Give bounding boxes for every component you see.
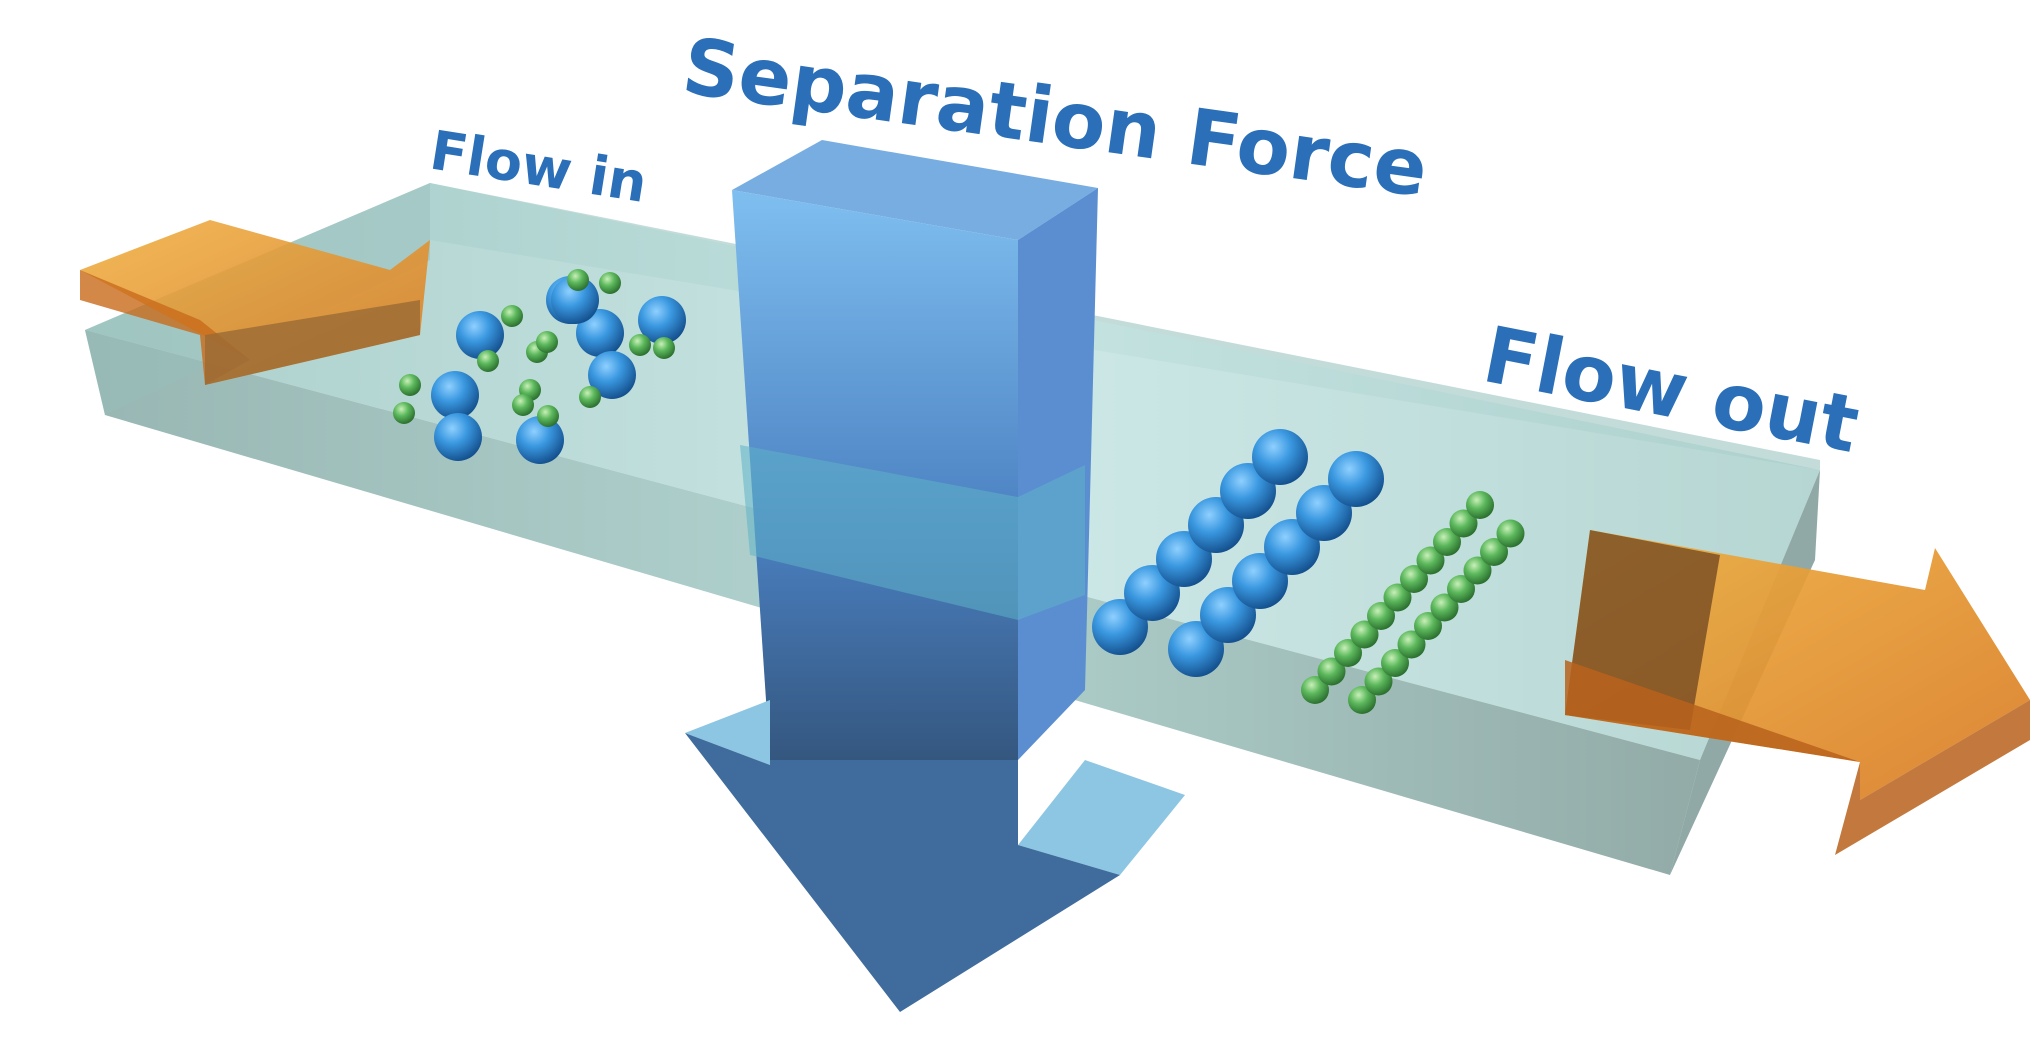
large-particle — [588, 351, 636, 399]
large-particle — [434, 413, 482, 461]
small-particle — [1447, 575, 1475, 603]
small-particle — [1414, 612, 1442, 640]
small-particle — [536, 331, 558, 353]
small-particle — [1301, 676, 1329, 704]
force-arrow-head — [685, 733, 1120, 1012]
large-particle — [638, 296, 686, 344]
small-particle — [1383, 583, 1412, 612]
flow-out-arrow-side — [1565, 660, 2030, 855]
small-particle — [501, 305, 523, 327]
small-particle — [1496, 519, 1525, 548]
small-particle — [1480, 538, 1508, 566]
force-arrow-top-face — [732, 140, 1098, 240]
large-particle — [516, 416, 564, 464]
small-particle — [1466, 491, 1494, 519]
small-particle — [1449, 509, 1478, 538]
force-arrow-channel-band — [740, 445, 1085, 620]
small-particle — [537, 405, 559, 427]
large-particle — [551, 276, 599, 324]
large-particle — [1328, 451, 1384, 507]
small-particle — [629, 334, 651, 356]
small-particle — [1381, 649, 1409, 677]
small-particle — [1334, 639, 1362, 667]
flow-in-arrow-head-side — [205, 300, 420, 385]
small-particle — [599, 272, 621, 294]
small-particle — [1430, 593, 1459, 622]
small-particle — [653, 337, 675, 359]
small-particle — [579, 386, 601, 408]
small-particle — [1397, 630, 1426, 659]
outlet-large-particles — [1092, 429, 1384, 677]
small-particle — [1350, 620, 1379, 649]
small-particle — [1367, 602, 1395, 630]
small-particle — [1348, 686, 1376, 714]
small-particle — [399, 374, 421, 396]
small-particle — [1433, 528, 1461, 556]
large-particle — [431, 371, 479, 419]
small-particle — [1317, 657, 1346, 686]
outlet-small-particles — [1301, 491, 1525, 714]
inlet-particles — [393, 269, 686, 464]
large-particle — [576, 309, 624, 357]
flow-out-arrow — [1565, 530, 2030, 855]
small-particle — [1364, 667, 1393, 696]
force-arrow-head-left — [685, 700, 770, 765]
separation-force-arrow — [685, 140, 1185, 1012]
small-particle — [1416, 546, 1445, 575]
small-particle — [567, 269, 589, 291]
small-particle — [512, 394, 534, 416]
small-particle — [1463, 556, 1492, 585]
small-particle — [477, 350, 499, 372]
large-particle — [1252, 429, 1308, 485]
flow-in-arrow — [80, 220, 430, 385]
small-particle — [393, 402, 415, 424]
force-arrow-head-right — [1018, 760, 1185, 875]
large-particle — [456, 311, 504, 359]
force-arrow-right-face — [1018, 188, 1098, 760]
small-particle — [1400, 565, 1428, 593]
